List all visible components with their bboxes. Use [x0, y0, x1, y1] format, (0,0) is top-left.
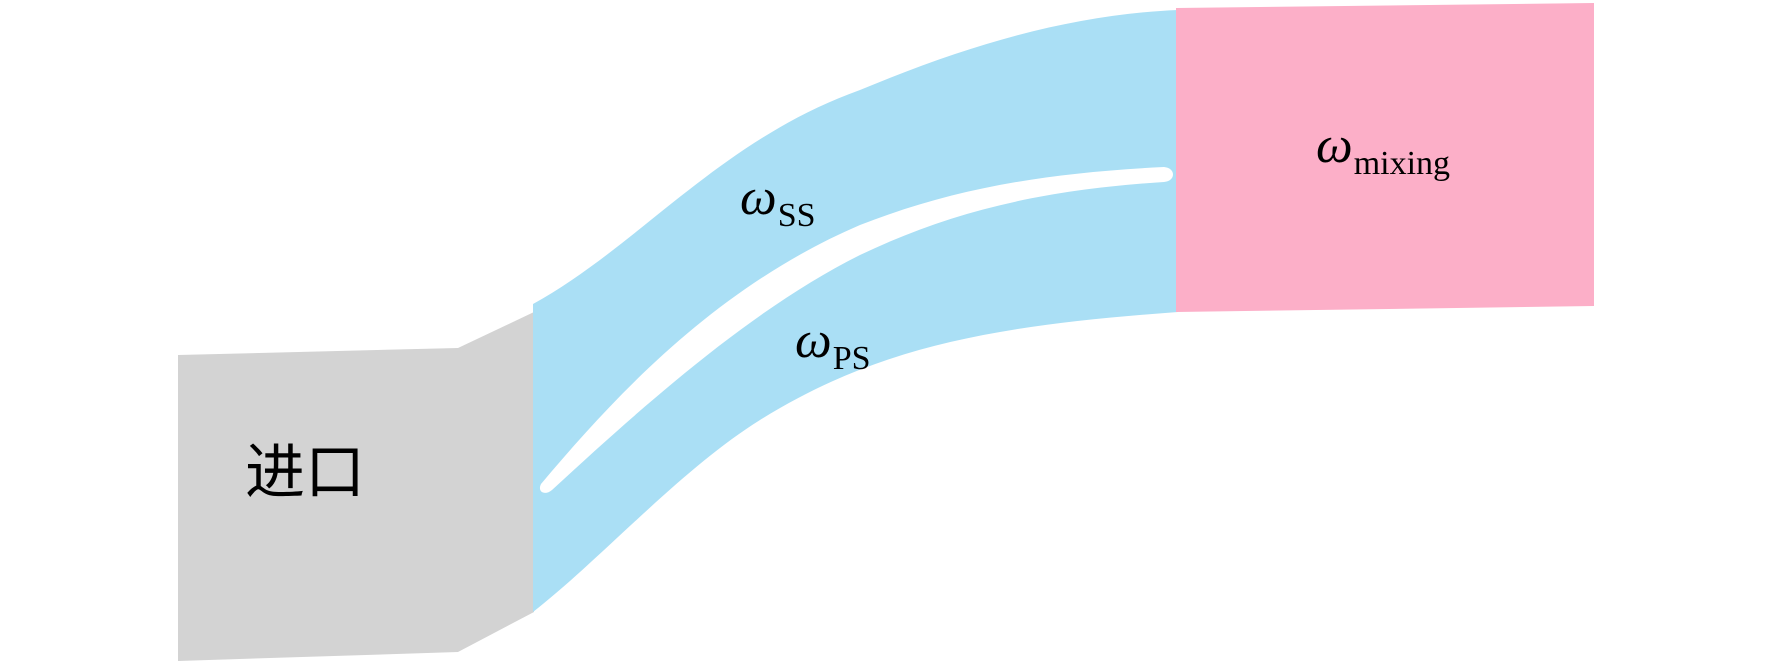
pressure-side-subscript: PS	[832, 340, 871, 377]
inlet-label: 进口	[245, 438, 365, 508]
mixing-label: ωmixing	[1316, 117, 1450, 181]
passage-region	[533, 10, 1178, 612]
suction-side-symbol: ω	[740, 169, 777, 226]
suction-side-subscript: SS	[777, 197, 816, 234]
pressure-side-symbol: ω	[795, 312, 832, 369]
blade-shape	[539, 167, 1173, 493]
mixing-subscript: mixing	[1353, 145, 1451, 182]
mixing-symbol: ω	[1316, 117, 1353, 174]
pressure-side-label: ωPS	[795, 312, 871, 376]
suction-side-label: ωSS	[740, 169, 816, 233]
mixing-region	[1176, 3, 1594, 312]
inlet-region	[178, 312, 534, 661]
